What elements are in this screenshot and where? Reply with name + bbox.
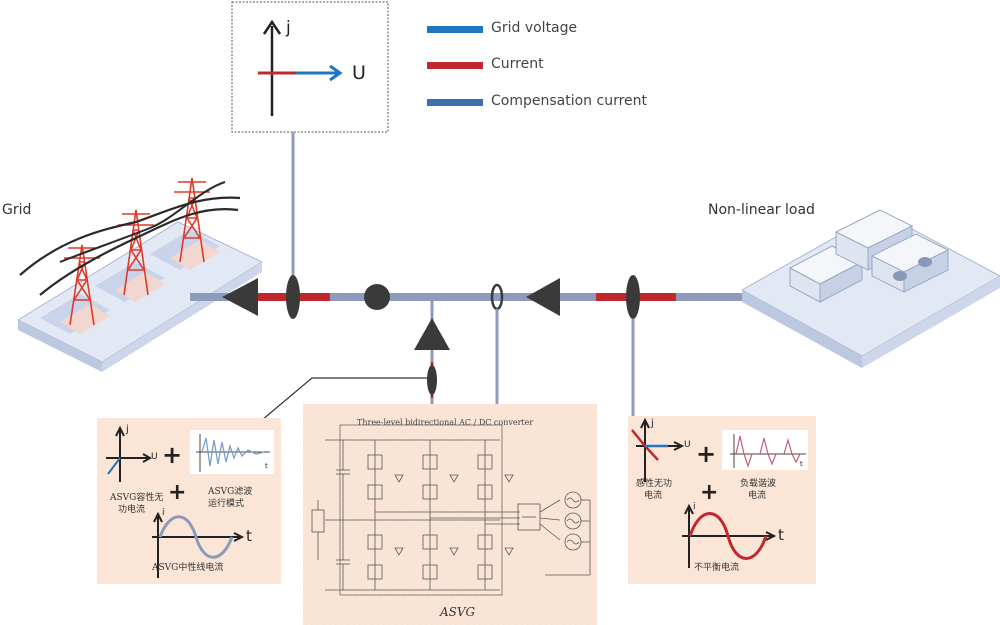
phasor-j-arrow bbox=[262, 19, 282, 35]
rp-plus-1: + bbox=[696, 440, 717, 468]
lp-neutral-wave bbox=[158, 515, 234, 559]
tank-2 bbox=[893, 271, 907, 281]
phasor-u-arrow bbox=[329, 64, 343, 82]
rp-unbalanced: 不平衡电流 bbox=[694, 563, 740, 573]
factory-building-3 bbox=[870, 233, 950, 293]
legend-swatch-grid-voltage bbox=[427, 26, 483, 33]
rp-ind-vector-1 bbox=[631, 429, 646, 447]
rp-harmonic-box bbox=[722, 430, 808, 470]
tank-1 bbox=[918, 257, 932, 267]
grid-platform bbox=[16, 221, 264, 372]
lp-i-label: i bbox=[162, 508, 165, 518]
lp-filter-mode-line2: 运行模式 bbox=[208, 499, 245, 509]
power-wire-2 bbox=[39, 208, 239, 296]
bus-node bbox=[364, 284, 390, 310]
rp-load-harmonic-line2: 电流 bbox=[748, 491, 767, 501]
transmission-tower-2 bbox=[118, 209, 154, 296]
lp-neutral-current: ASVG中性线电流 bbox=[152, 563, 224, 573]
rp-t-label: t bbox=[778, 526, 784, 544]
phasor-j-label: j bbox=[286, 18, 291, 38]
grid-label: Grid bbox=[2, 202, 32, 218]
bus-arrow-left bbox=[222, 278, 258, 316]
lp-plus-1: + bbox=[162, 441, 183, 469]
lp-filter-mode-line1: ASVG滤波 bbox=[208, 487, 253, 497]
current-sensor-right bbox=[626, 275, 640, 319]
bus-arrow-middle bbox=[526, 278, 560, 316]
legend-label-current: Current bbox=[491, 56, 544, 72]
lp-j-label: j bbox=[126, 424, 129, 435]
converter-title: ASVG bbox=[440, 605, 476, 619]
lp-t-label: t bbox=[246, 527, 252, 545]
lp-u-label: U bbox=[151, 452, 158, 462]
rp-harmonic-t-label: t bbox=[800, 460, 803, 468]
current-sensor-left bbox=[286, 275, 300, 319]
lp-filter-t-label: t bbox=[265, 462, 268, 470]
legend-label-grid-voltage: Grid voltage bbox=[491, 20, 578, 36]
lp-cap-reactive-line1: ASVG容性无 bbox=[110, 493, 164, 503]
leader-line bbox=[261, 377, 432, 421]
phasor-box bbox=[231, 1, 389, 133]
lp-plus-2: + bbox=[168, 480, 187, 505]
rp-harmonic-wave bbox=[735, 435, 801, 468]
rp-plus-2: + bbox=[700, 480, 719, 505]
phasor-u-label: U bbox=[352, 62, 366, 84]
converter-texture bbox=[303, 404, 597, 625]
lp-cap-vector bbox=[107, 457, 121, 475]
power-wire-1 bbox=[19, 196, 241, 276]
legend-label-compensation: Compensation current bbox=[491, 93, 647, 109]
rp-i-label: i bbox=[693, 502, 696, 512]
lp-filter-waveform bbox=[201, 437, 265, 467]
converter-header: Three-level bidirectional AC / DC conver… bbox=[357, 418, 534, 427]
rp-ind-reactive-line1: 感性无功 bbox=[636, 479, 673, 489]
legend-swatch-compensation bbox=[427, 99, 483, 106]
rp-load-harmonic-line1: 负载谐波 bbox=[740, 479, 777, 489]
legend-swatch-current bbox=[427, 62, 483, 69]
asvg-current-sensor bbox=[427, 365, 437, 395]
rp-ind-vector-2 bbox=[644, 445, 659, 461]
asvg-injection-arrow bbox=[414, 318, 450, 350]
rp-u-label: U bbox=[684, 440, 691, 450]
rp-ind-reactive-line2: 电流 bbox=[644, 491, 663, 501]
transmission-tower-3 bbox=[174, 177, 210, 263]
lp-cap-reactive-line2: 功电流 bbox=[118, 505, 146, 515]
power-wire-3 bbox=[59, 181, 226, 263]
rp-unbalanced-wave bbox=[688, 512, 768, 560]
rp-j-label: j bbox=[651, 418, 654, 429]
load-label: Non-linear load bbox=[708, 202, 815, 218]
